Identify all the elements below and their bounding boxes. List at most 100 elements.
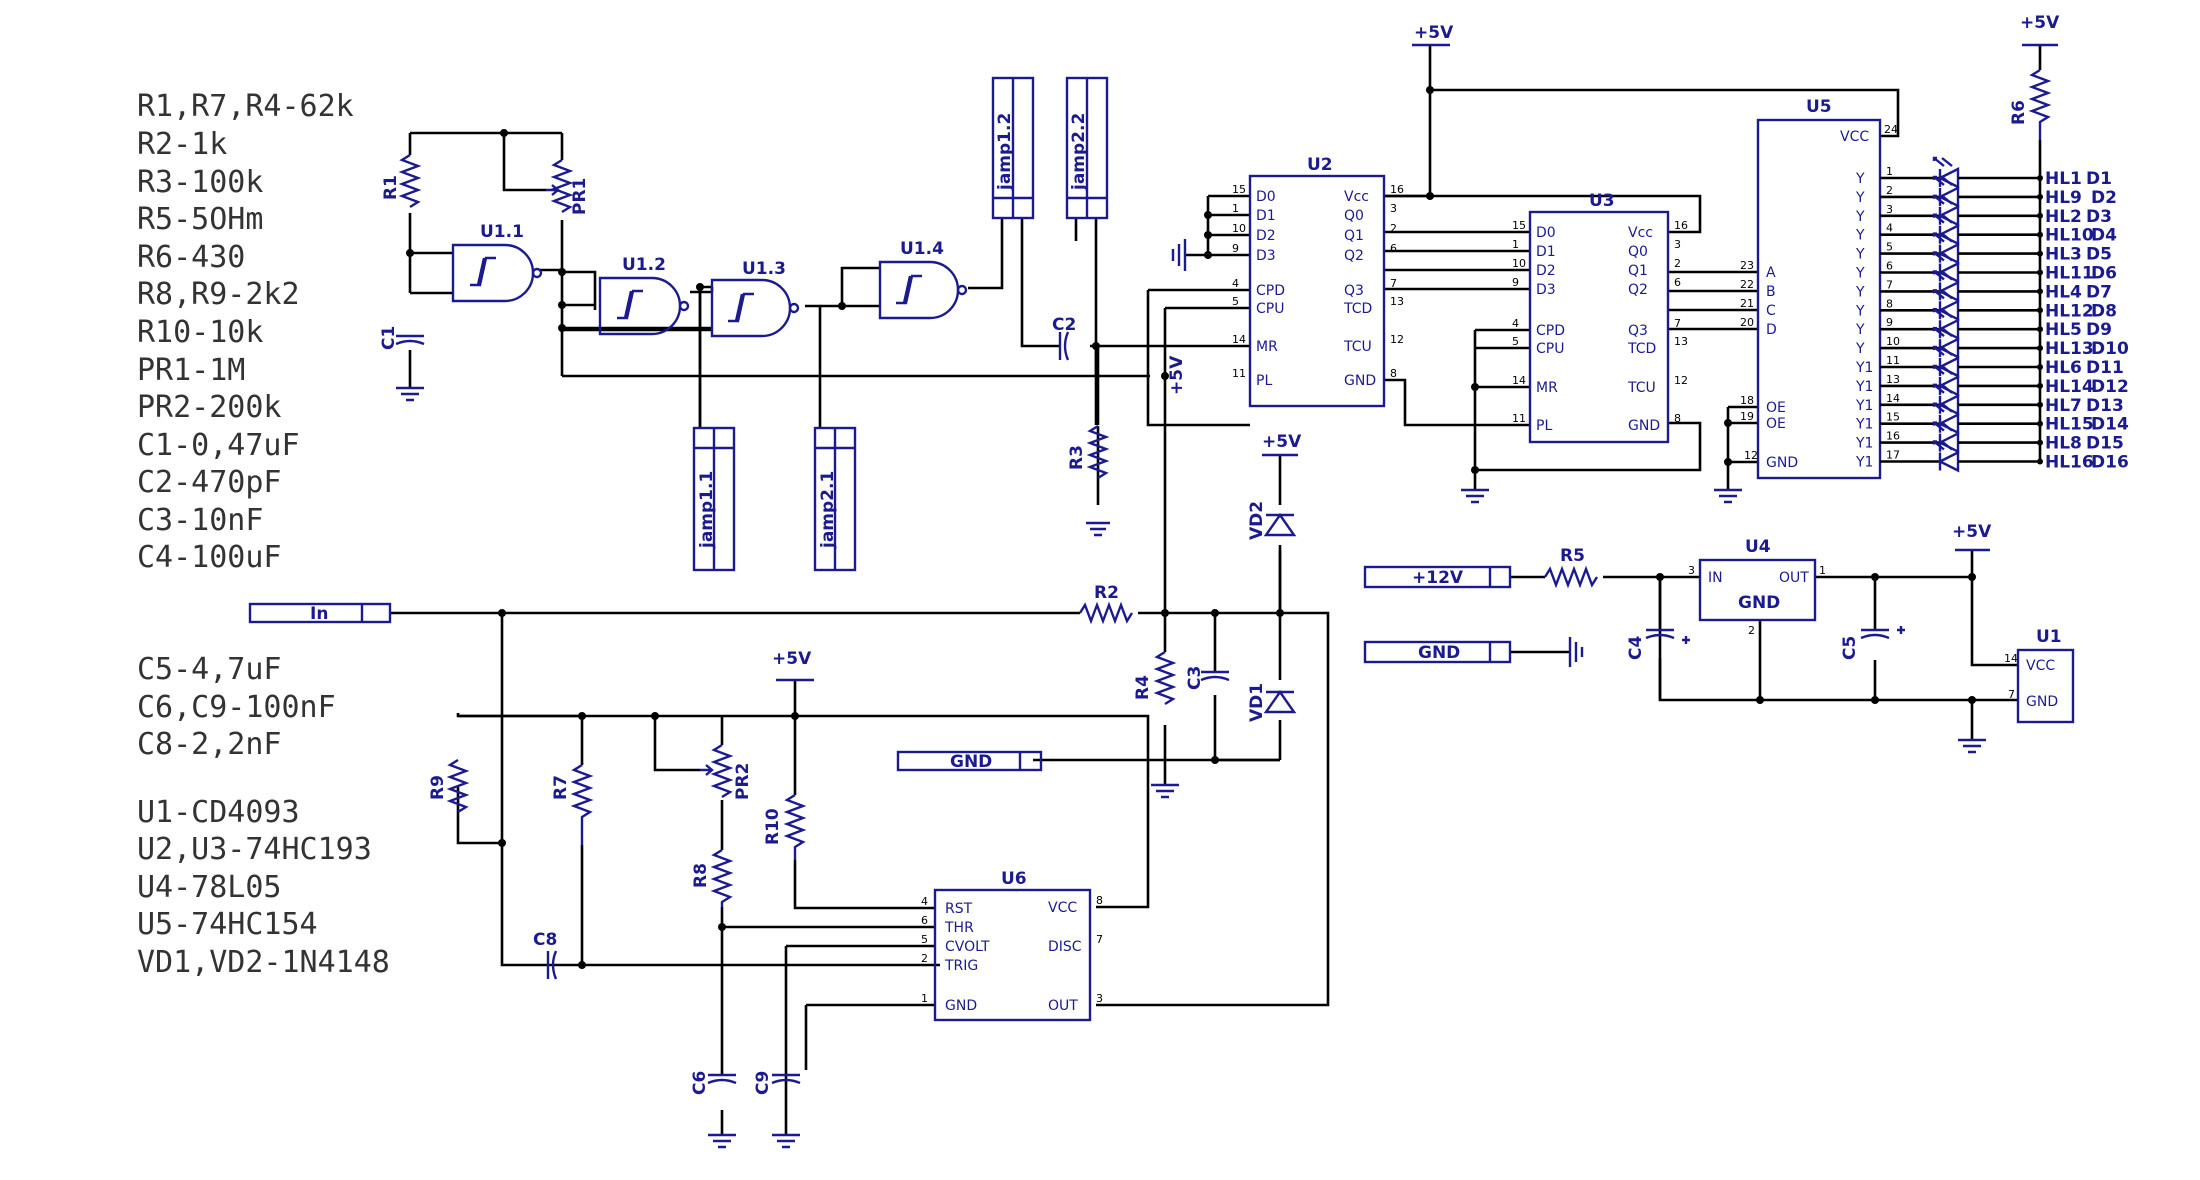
pin-name: Q1 <box>1628 263 1648 279</box>
resistor-r9: R9 <box>428 758 470 814</box>
jumper-jamp2-1[interactable]: jamp2.1 <box>813 426 857 572</box>
led-ref-label: D14 <box>2091 415 2129 435</box>
pin-number: 10 <box>1232 222 1246 235</box>
pin-number: 22 <box>1740 278 1754 291</box>
pin-name: CPD <box>1536 323 1565 339</box>
led-light-icon <box>1932 175 1953 186</box>
pin-name: Y1 <box>1855 379 1873 395</box>
pin-name: GND <box>2026 694 2058 710</box>
pin-name: CPU <box>1536 341 1564 357</box>
resistor-label: R10 <box>763 808 783 845</box>
bom-line: PR2-200k <box>137 390 282 425</box>
junction-dot <box>498 839 506 847</box>
bill-of-materials: R1,R7,R4-62k R2-1k R3-100k R5-5OHm R6-43… <box>137 89 390 980</box>
diode-vd2: VD2 <box>1247 501 1297 540</box>
led-ref-label: D11 <box>2086 358 2124 378</box>
pin-number: 9 <box>1886 316 1893 329</box>
resistor-label: PR1 <box>570 178 590 215</box>
led-2: HL9 D2 <box>1880 175 2117 208</box>
bom-line: C1-0,47uF <box>137 428 300 463</box>
pin-number: 14 <box>2004 652 2018 665</box>
bom-line: R3-100k <box>137 165 263 200</box>
pin-name: Y <box>1855 322 1865 338</box>
pin-name: Vcc <box>1344 189 1369 205</box>
resistor-r6: R6 <box>2009 68 2052 140</box>
pin-name: Q2 <box>1628 282 1648 298</box>
junction-dot <box>1656 573 1664 581</box>
jumper-jamp1-1[interactable]: jamp1.1 <box>692 426 736 572</box>
junction-dot <box>1724 419 1732 427</box>
resistor-label: R9 <box>428 775 448 800</box>
pin-number: 3 <box>1390 202 1397 215</box>
connector-gnd-regulator[interactable]: GND <box>1363 640 1512 664</box>
capacitor-c8: C8 <box>533 930 557 980</box>
ground-icon <box>1461 488 1489 504</box>
junction-dot <box>1204 231 1212 239</box>
led-light-icon <box>1932 402 1953 413</box>
junction-dot <box>1756 696 1764 704</box>
capacitor-c6: C6 <box>690 1071 737 1095</box>
pin-number: 11 <box>1512 412 1526 425</box>
pin-name: PL <box>1256 373 1272 389</box>
ic-name: U2 <box>1307 155 1333 175</box>
junction-dot <box>1211 609 1219 617</box>
resistor-r5: R5 <box>1543 546 1599 589</box>
pin-name: TCU <box>1627 380 1656 396</box>
pin-name: Y <box>1855 171 1865 187</box>
led-label: HL12 <box>2045 301 2094 321</box>
bom-line: R8,R9-2k2 <box>137 277 300 312</box>
pin-number: 7 <box>1886 278 1893 291</box>
led-icon <box>1937 450 1960 473</box>
led-label: HL9 <box>2045 188 2082 208</box>
pin-number: 18 <box>1740 394 1754 407</box>
pin-number: 2 <box>1748 624 1755 637</box>
pin-number: 12 <box>1674 374 1688 387</box>
diode-label: VD2 <box>1247 501 1267 540</box>
jumper-jamp2-2[interactable]: jamp2.2 <box>1065 76 1109 220</box>
pin-number: 17 <box>1886 449 1900 462</box>
resistor-r4: R4 <box>1133 650 1177 706</box>
led-label: HL7 <box>2045 396 2082 416</box>
led-label: HL8 <box>2045 434 2082 454</box>
pin-name: Q1 <box>1344 228 1364 244</box>
pin-name: TRIG <box>944 958 978 974</box>
ic-body <box>1756 118 1882 480</box>
pin-number: 1 <box>1232 202 1239 215</box>
led-light-icon <box>1932 289 1953 300</box>
bom-line: U1-CD4093 <box>137 795 300 830</box>
ic-body <box>933 888 1092 1022</box>
bom-line: U4-78L05 <box>137 870 282 905</box>
pin-number: 2 <box>1886 184 1893 197</box>
junction-dot <box>1871 696 1879 704</box>
pin-name: Y <box>1855 303 1865 319</box>
gate-label: U1.4 <box>900 239 944 259</box>
pin-name: PL <box>1536 418 1552 434</box>
junction-dot <box>696 283 704 291</box>
jumper-label: jamp2.2 <box>1069 113 1089 191</box>
connector-label: +12V <box>1412 568 1464 588</box>
connector-label: GND <box>1418 643 1460 663</box>
led-ref-label: D12 <box>2091 377 2129 397</box>
pin-name: OUT <box>1048 998 1078 1014</box>
pin-name: IN <box>1708 570 1723 586</box>
pin-name: Y1 <box>1855 436 1873 452</box>
connector-in[interactable]: In <box>248 602 392 624</box>
connector-12v[interactable]: +12V <box>1363 565 1512 589</box>
bom-line: R6-430 <box>137 240 245 275</box>
pin-number: 11 <box>1232 367 1246 380</box>
led-ref-label: D10 <box>2091 339 2129 359</box>
led-ref-label: D2 <box>2091 188 2117 208</box>
junction-dot <box>1471 383 1479 391</box>
resistor-r3: R3 <box>1067 424 1110 480</box>
led-ref-label: D1 <box>2086 169 2112 189</box>
led-light-icon <box>1932 194 1953 205</box>
jumper-jamp1-2[interactable]: jamp1.2 <box>991 76 1035 220</box>
connector-gnd-limiter[interactable]: GND <box>896 750 1043 772</box>
ground-icon <box>708 1133 736 1149</box>
gate-label: U1.3 <box>742 259 786 279</box>
junction-dot <box>1871 573 1879 581</box>
resistor-label: R7 <box>551 775 571 800</box>
pin-name: MR <box>1536 380 1558 396</box>
